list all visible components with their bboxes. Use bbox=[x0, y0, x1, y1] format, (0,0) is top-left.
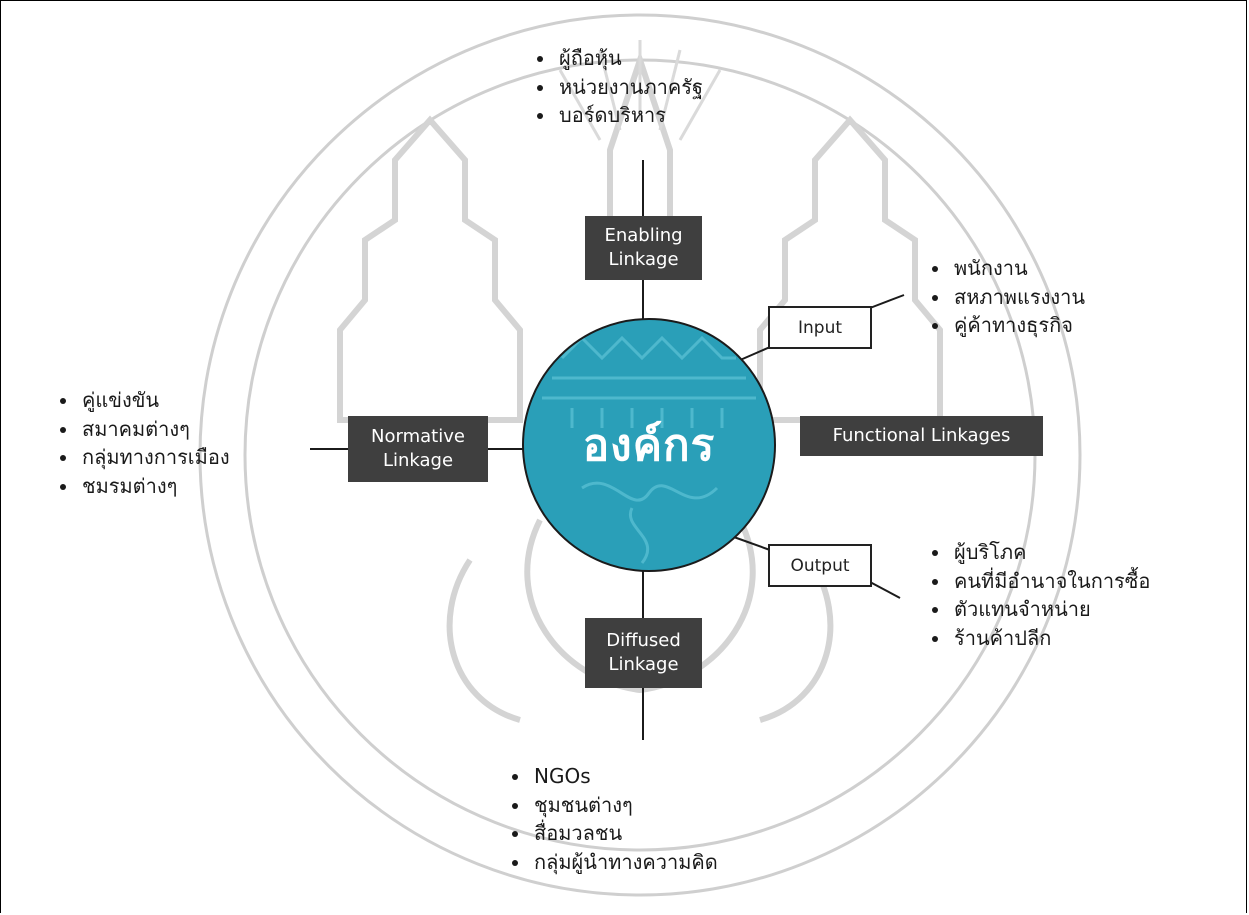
output-box: Output bbox=[768, 544, 872, 587]
input-list: พนักงาน สหภาพแรงงาน คู่ค้าทางธุรกิจ bbox=[928, 254, 1085, 340]
list-item: พนักงาน bbox=[928, 254, 1085, 283]
list-item: กลุ่มทางการเมือง bbox=[56, 443, 230, 472]
list-item: ร้านค้าปลีก bbox=[928, 624, 1150, 653]
list-item: คนที่มีอำนาจในการซื้อ bbox=[928, 567, 1150, 596]
functional-linkages-box: Functional Linkages bbox=[800, 416, 1043, 456]
normative-linkage-box: Normative Linkage bbox=[348, 416, 488, 482]
diffused-linkage-box: Diffused Linkage bbox=[585, 618, 702, 688]
organization-circle: องค์กร bbox=[522, 318, 776, 572]
list-item: ผู้บริโภค bbox=[928, 538, 1150, 567]
list-item: คู่แข่งขัน bbox=[56, 386, 230, 415]
list-item: ชุมชนต่างๆ bbox=[508, 791, 718, 820]
input-box: Input bbox=[768, 306, 872, 349]
list-item: ผู้ถือหุ้น bbox=[533, 44, 703, 73]
enabling-linkage-box: Enabling Linkage bbox=[585, 216, 702, 280]
circle-pattern bbox=[542, 335, 756, 564]
list-item: ชมรมต่างๆ bbox=[56, 472, 230, 501]
list-item: คู่ค้าทางธุรกิจ bbox=[928, 311, 1085, 340]
list-item: ตัวแทนจำหน่าย bbox=[928, 595, 1150, 624]
list-item: หน่วยงานภาครัฐ bbox=[533, 73, 703, 102]
diffused-list: NGOs ชุมชนต่างๆ สื่อมวลชน กลุ่มผู้นำทางค… bbox=[508, 762, 718, 876]
organization-label: องค์กร bbox=[582, 420, 716, 471]
output-list: ผู้บริโภค คนที่มีอำนาจในการซื้อ ตัวแทนจำ… bbox=[928, 538, 1150, 652]
list-item: สมาคมต่างๆ bbox=[56, 415, 230, 444]
list-item: NGOs bbox=[508, 762, 718, 791]
list-item: สหภาพแรงงาน bbox=[928, 283, 1085, 312]
list-item: กลุ่มผู้นำทางความคิด bbox=[508, 848, 718, 877]
enabling-list: ผู้ถือหุ้น หน่วยงานภาครัฐ บอร์ดบริหาร bbox=[533, 44, 703, 130]
normative-list: คู่แข่งขัน สมาคมต่างๆ กลุ่มทางการเมือง ช… bbox=[56, 386, 230, 500]
list-item: สื่อมวลชน bbox=[508, 819, 718, 848]
list-item: บอร์ดบริหาร bbox=[533, 101, 703, 130]
